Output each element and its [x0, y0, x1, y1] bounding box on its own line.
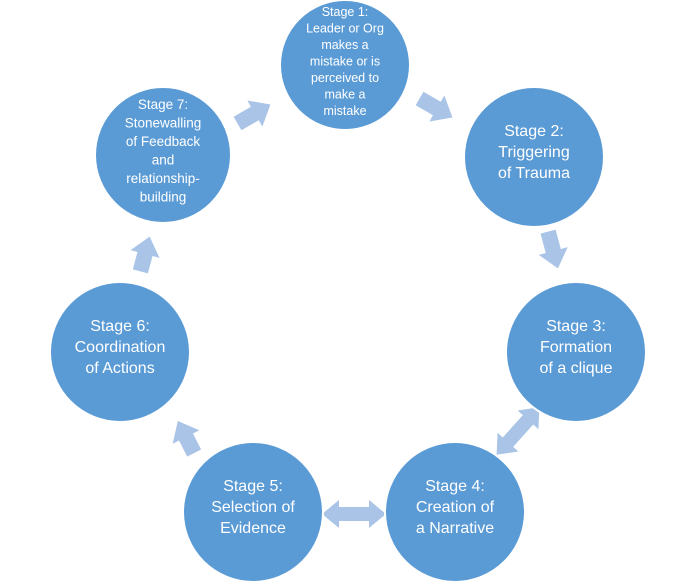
stage-4-circle [384, 441, 526, 581]
stage-5-label-line: Selection of [211, 499, 295, 516]
stage-7-label-line: relationship- [126, 171, 200, 186]
stage-7-label-line: Stage 7: [138, 97, 188, 112]
stage-1-label-line: mistake [323, 104, 366, 118]
stage-3-circle [505, 281, 647, 423]
stage-7-label-line: building [140, 190, 187, 205]
stage-6-node: Stage 6: Coordination of Actions [49, 281, 191, 423]
stage-5-circle [182, 441, 324, 581]
stage-6-circle [49, 281, 191, 423]
stage-1-node: Stage 1: Leader or Org makes a mistake or i… [279, 0, 411, 131]
arrow-4-5-double-arrow-icon [322, 500, 386, 528]
arrow-1-2-arrow-icon [415, 91, 453, 122]
stage-5-label: Stage 5: Selection of Evidence [211, 478, 295, 537]
arrow-5-6-arrow-icon [172, 420, 202, 457]
stage-4-label-line: Creation of [416, 499, 495, 516]
stage-7-label: Stage 7: Stonewalling of Feedback and relati… [125, 97, 202, 205]
stage-circles: Stage 1: Leader or Org makes a mistake or i… [49, 0, 647, 581]
stage-2-label-line: of Trauma [498, 165, 570, 182]
stage-5-node: Stage 5: Selection of Evidence [182, 441, 324, 581]
stage-1-label-line: Stage 1: [322, 5, 369, 19]
stage-1-label-line: Leader or Org [306, 22, 384, 36]
stage-4-node: Stage 4: Creation of a Narrative [384, 441, 526, 581]
stage-7-label-line: Stonewalling [125, 116, 202, 131]
arrow-3-4-double-arrow-icon [496, 407, 540, 455]
stage-2-circle [463, 86, 605, 228]
stage-3-label-line: Formation [540, 339, 612, 356]
stage-5-label-line: Evidence [220, 520, 286, 537]
stage-6-label-line: of Actions [85, 360, 154, 377]
stage-1-label-line: perceived to [311, 71, 379, 85]
arrow-7-1-arrow-icon [233, 100, 271, 131]
stage-7-node: Stage 7: Stonewalling of Feedback and relati… [94, 86, 232, 224]
stage-1-label-line: mistake or is [310, 55, 380, 69]
stage-3-label-line: Stage 3: [546, 318, 606, 335]
stage-3-label: Stage 3: Formation of a clique [540, 318, 613, 377]
arrow-2-3-arrow-icon [538, 229, 568, 269]
stage-1-label-line: makes a [321, 38, 368, 52]
stage-4-label: Stage 4: Creation of a Narrative [416, 478, 495, 537]
stage-4-label-line: a Narrative [416, 520, 494, 537]
stage-3-node: Stage 3: Formation of a clique [505, 281, 647, 423]
stage-2-label-line: Triggering [498, 144, 569, 161]
stage-2-label: Stage 2: Triggering of Trauma [498, 123, 570, 182]
stage-6-label: Stage 6: Coordination of Actions [75, 318, 166, 377]
stage-2-node: Stage 2: Triggering of Trauma [463, 86, 605, 228]
stage-2-label-line: Stage 2: [504, 123, 564, 140]
arrow-6-7-arrow-icon [130, 236, 160, 274]
stage-1-label-line: make a [325, 88, 366, 102]
stage-7-circle [94, 86, 232, 224]
stage-7-label-line: of Feedback [126, 134, 201, 149]
stage-1-circle [279, 0, 411, 131]
stage-7-label-line: and [152, 153, 175, 168]
stage-3-label-line: of a clique [540, 360, 613, 377]
stage-5-label-line: Stage 5: [223, 478, 283, 495]
connector-arrows [130, 91, 568, 528]
stage-1-label: Stage 1: Leader or Org makes a mistake or i… [306, 5, 384, 118]
stage-6-label-line: Stage 6: [90, 318, 150, 335]
stage-4-label-line: Stage 4: [425, 478, 485, 495]
stage-6-label-line: Coordination [75, 339, 166, 356]
